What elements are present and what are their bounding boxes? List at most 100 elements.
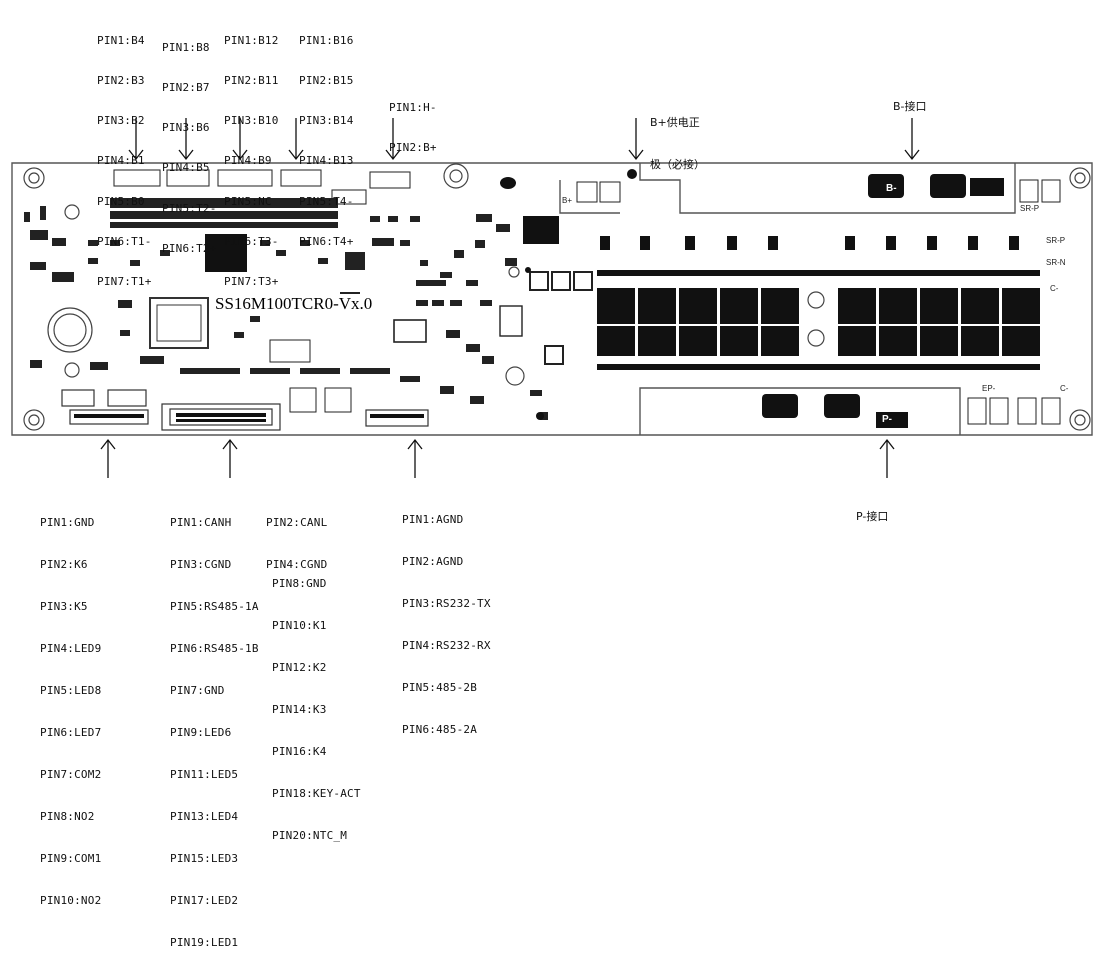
ics [149, 216, 593, 413]
top-conn3-pin-list: PIN1:B12 PIN2:B11 PIN3:B10 PIN4:B9 PIN5:… [224, 7, 279, 302]
bottom-comm-conn-pin-list: PIN1:AGND PIN2:AGND PIN3:RS232-TX PIN4:R… [402, 486, 491, 751]
top-arrows [128, 118, 920, 161]
pin-label: PIN4:LED9 [40, 641, 102, 655]
pin-label: PIN2:B15 [299, 74, 354, 88]
pin-label: PIN5:485-2B [402, 680, 478, 694]
bottom-main-conn-right-pin-list: PIN8:GND PIN10:K1 PIN12:K2 PIN14:K3 PIN1… [272, 550, 361, 857]
bottom-main-conn-right-top-pin-list: PIN2:CANL PIN4:CGND [266, 489, 327, 586]
board-model-label: SS16M100TCR0-Vx.0 [213, 294, 375, 314]
pin-label: PIN1:B16 [299, 33, 354, 47]
silk-sr-p-top: SR-P [1020, 204, 1040, 213]
pin-label: PIN5:NC [224, 194, 272, 208]
board-outline [11, 162, 1093, 436]
pin-label: PIN3:CGND [170, 557, 232, 571]
pin-label: PIN4:B13 [299, 154, 354, 168]
pin-label: PIN2:B+ [389, 141, 437, 155]
b-plus-power-label: B+供电正 极（必接） [650, 88, 705, 186]
vias [500, 169, 637, 420]
top-conn5-pin-list: PIN1:H- PIN2:B+ [389, 74, 437, 168]
pin-label: PIN6:LED7 [40, 725, 102, 739]
pin-label: PIN11:LED5 [170, 767, 239, 781]
pin-label: PIN6:T2+ [162, 241, 217, 255]
pin-label: PIN6:RS485-1B [170, 641, 259, 655]
b-plus-label-line1: B+供电正 [650, 116, 700, 129]
pin-label: PIN16:K4 [272, 744, 327, 758]
pin-label: PIN5:T4- [299, 194, 354, 208]
pin-label: PIN7:T1+ [97, 275, 152, 289]
pin-label: PIN7:COM2 [40, 767, 102, 781]
bottom-arrows [100, 438, 895, 478]
pin-label: PIN6:T1- [97, 234, 152, 248]
pcb-board-diagram [11, 118, 1093, 478]
pin-label: PIN1:B8 [162, 40, 210, 54]
pin-label: PIN1:AGND [402, 512, 464, 526]
pin-label: PIN20:NTC_M [272, 828, 348, 842]
pin-label: PIN1:B4 [97, 33, 145, 47]
pin-label: PIN5:RS485-1A [170, 599, 259, 613]
pin-label: PIN4:B5 [162, 161, 210, 175]
pin-label: PIN4:RS232-RX [402, 638, 491, 652]
pin-label: PIN8:GND [272, 576, 327, 590]
pin-label: PIN3:B6 [162, 121, 210, 135]
pin-label: PIN1:CANH [170, 515, 232, 529]
mounting-holes [23, 163, 1091, 431]
component-row [110, 198, 338, 228]
pin-label: PIN5:B0 [97, 194, 145, 208]
pin-label: PIN6:T4+ [299, 234, 354, 248]
pin-label: PIN2:K6 [40, 557, 88, 571]
silk-b-minus: B- [884, 183, 899, 194]
top-conn4-pin-list: PIN1:B16 PIN2:B15 PIN3:B14 PIN4:B13 PIN5… [299, 7, 354, 262]
pin-label: PIN4:CGND [266, 557, 328, 571]
pin-label: PIN10:K1 [272, 618, 327, 632]
small-headers [576, 179, 1061, 425]
pin-label: PIN2:CANL [266, 515, 328, 529]
pin-label: PIN5:LED8 [40, 683, 102, 697]
mosfet-array [597, 174, 1040, 428]
pin-label: PIN3:RS232-TX [402, 596, 491, 610]
pin-label: PIN14:K3 [272, 702, 327, 716]
pin-label: PIN17:LED2 [170, 893, 239, 907]
pin-label: PIN4:B1 [97, 154, 145, 168]
silk-p-minus: P- [880, 414, 894, 425]
b-minus-interface-label: B-接口 [893, 100, 927, 113]
bottom-strips [74, 413, 424, 422]
pin-label: PIN13:LED4 [170, 809, 239, 823]
pin-label: PIN2:AGND [402, 554, 464, 568]
pin-label: PIN1:B12 [224, 33, 279, 47]
top-conn1-pin-list: PIN1:B4 PIN2:B3 PIN3:B2 PIN4:B1 PIN5:B0 … [97, 7, 152, 302]
pin-label: PIN3:B2 [97, 114, 145, 128]
pin-label: PIN7:GND [170, 683, 225, 697]
pin-label: PIN19:LED1 [170, 935, 239, 949]
pin-label: PIN3:K5 [40, 599, 88, 613]
pin-label: PIN15:LED3 [170, 851, 239, 865]
pin-label: PIN18:KEY-ACT [272, 786, 361, 800]
pin-label: PIN10:NO2 [40, 893, 102, 907]
pin-label: PIN9:LED6 [170, 725, 232, 739]
pin-label: PIN5:T2- [162, 201, 217, 215]
pin-label: PIN1:H- [389, 100, 437, 114]
silk-c-minus: C- [1050, 284, 1059, 293]
pin-label: PIN1:GND [40, 515, 95, 529]
pin-label: PIN6:T3- [224, 234, 279, 248]
pin-label: PIN12:K2 [272, 660, 327, 674]
pin-label: PIN7:T3+ [224, 275, 279, 289]
pin-label: PIN2:B7 [162, 81, 210, 95]
b-plus-label-line2: 极（必接） [650, 158, 705, 171]
pin-label: PIN4:B9 [224, 154, 272, 168]
bottom-main-conn-left-pin-list: PIN1:CANH PIN3:CGND PIN5:RS485-1A PIN6:R… [170, 489, 259, 964]
bottom-led-conn-pin-list: PIN1:GND PIN2:K6 PIN3:K5 PIN4:LED9 PIN5:… [40, 489, 101, 922]
pin-label: PIN9:COM1 [40, 851, 102, 865]
silk-sr-p: SR-P [1046, 236, 1066, 245]
pin-label: PIN3:B14 [299, 114, 354, 128]
silk-sr-n: SR-N [1046, 258, 1066, 267]
p-minus-interface-label: P-接口 [856, 510, 889, 523]
top-conn2-pin-list: PIN1:B8 PIN2:B7 PIN3:B6 PIN4:B5 PIN5:T2-… [162, 14, 217, 269]
pin-label: PIN8:NO2 [40, 809, 95, 823]
silk-b-plus: B+ [562, 196, 573, 205]
silk-c-minus-bottom: C- [1060, 384, 1069, 393]
pin-label: PIN6:485-2A [402, 722, 478, 736]
silk-ep-minus: EP- [982, 384, 996, 393]
bottom-connectors [61, 389, 429, 431]
top-connectors [113, 169, 411, 205]
pin-label: PIN3:B10 [224, 114, 279, 128]
